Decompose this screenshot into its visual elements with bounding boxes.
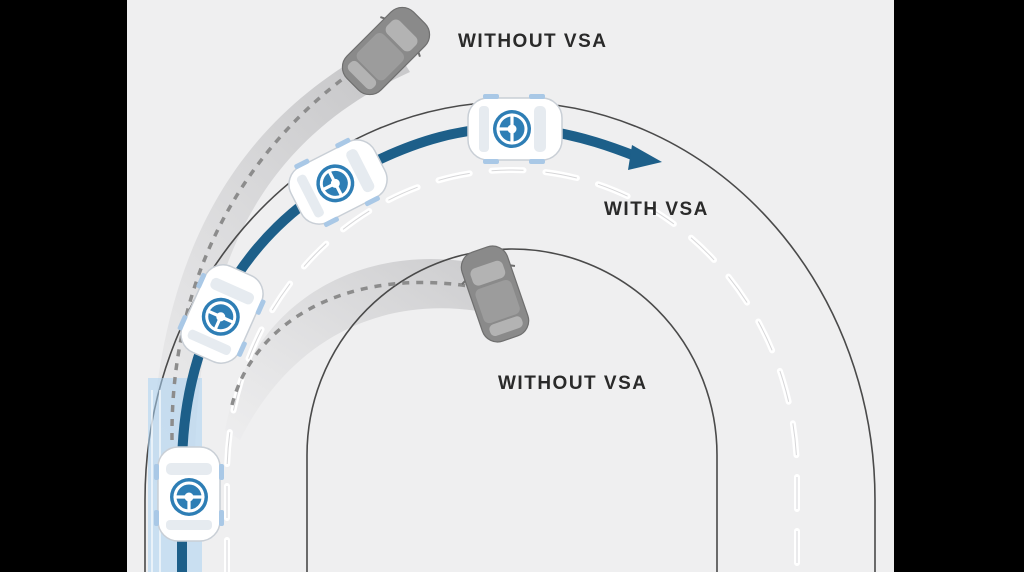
lane-marking-outline	[226, 169, 798, 572]
car-top-view-icon	[152, 445, 226, 543]
road-inner-edge	[306, 248, 718, 572]
without-vsa-label-bottom: WITHOUT VSA	[498, 373, 648, 394]
car-top-view-icon	[466, 92, 564, 166]
with-vsa-label: WITH VSA	[604, 199, 709, 220]
without-vsa-label-top: WITHOUT VSA	[458, 31, 608, 52]
with-vsa-arrowhead-icon	[628, 145, 662, 170]
skid-trail-bottom	[225, 258, 510, 440]
without-vsa-path-top	[170, 45, 391, 441]
